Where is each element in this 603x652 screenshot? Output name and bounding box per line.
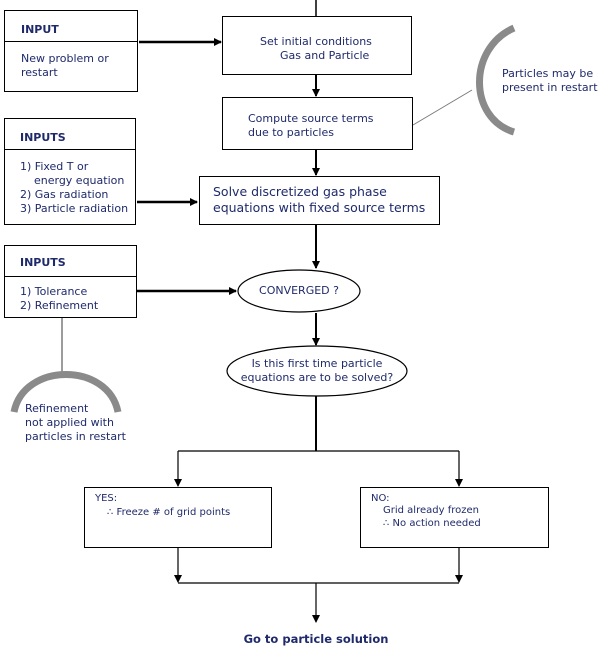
step-solve-line-1: Solve discretized gas phase	[213, 184, 387, 199]
bracket-refinement	[10, 371, 122, 413]
no-box-line-1: Grid already frozen	[383, 505, 479, 516]
input-box-line-1: New problem or	[21, 52, 109, 65]
final-step-label: Go to particle solution	[243, 632, 389, 646]
converged-ellipse	[237, 269, 361, 313]
no-box: NO: Grid already frozen ∴ No action need…	[360, 487, 549, 548]
bracket-particles	[476, 24, 516, 136]
step-source-line-1: Compute source terms	[248, 112, 374, 125]
inputs-box-1-line-1: 1) Fixed T or	[20, 160, 89, 173]
inputs-box-2-line-1: 1) Tolerance	[20, 285, 88, 298]
inputs-box-1: INPUTS 1) Fixed T or energy equation 2) …	[4, 118, 136, 225]
note-particles-line-1: Particles may be	[502, 67, 594, 80]
input-box-divider	[5, 41, 137, 42]
input-box: INPUT New problem or restart	[4, 10, 138, 92]
yes-box: YES: ∴ Freeze # of grid points	[84, 487, 272, 548]
note-particles-connector	[412, 89, 473, 126]
step-initial-line-2: Gas and Particle	[280, 49, 370, 62]
no-box-line-2: ∴ No action needed	[383, 518, 481, 529]
inputs-box-1-line-4: 3) Particle radiation	[20, 202, 129, 215]
yes-box-text: ∴ Freeze # of grid points	[107, 507, 231, 518]
decision-converged-label: CONVERGED ?	[259, 284, 339, 297]
step-initial-line-1: Set initial conditions	[260, 35, 372, 48]
inputs-box-1-title: INPUTS	[20, 131, 66, 144]
step-solve-gas-phase: Solve discretized gas phase equations wi…	[199, 176, 440, 225]
inputs-box-2-title: INPUTS	[20, 256, 66, 269]
inputs-box-1-line-3: 2) Gas radiation	[20, 188, 109, 201]
inputs-box-2-divider	[5, 276, 136, 277]
inputs-box-1-line-2: energy equation	[20, 174, 125, 187]
step-source-line-2: due to particles	[248, 126, 334, 139]
note-refinement-line-1: Refinement	[25, 402, 89, 415]
inputs-box-2: INPUTS 1) Tolerance 2) Refinement	[4, 245, 137, 318]
input-box-line-2: restart	[21, 66, 58, 79]
yes-box-label: YES:	[95, 493, 118, 504]
note-particles-line-2: present in restart	[502, 81, 598, 94]
inputs-box-1-divider	[5, 149, 135, 150]
decision-firsttime-line-2: equations are to be solved?	[240, 371, 394, 384]
input-box-title: INPUT	[21, 23, 59, 36]
decision-firsttime-line-1: Is this first time particle	[251, 357, 383, 370]
step-solve-line-2: equations with fixed source terms	[213, 200, 426, 215]
note-refinement-line-2: not applied with	[25, 416, 114, 429]
inputs-box-2-line-2: 2) Refinement	[20, 299, 99, 312]
no-box-label: NO:	[371, 493, 390, 504]
firsttime-ellipse	[226, 345, 408, 397]
step-source-terms: Compute source terms due to particles	[222, 97, 413, 150]
step-initial-conditions: Set initial conditions Gas and Particle	[222, 16, 412, 75]
note-refinement-line-3: particles in restart	[25, 430, 126, 443]
